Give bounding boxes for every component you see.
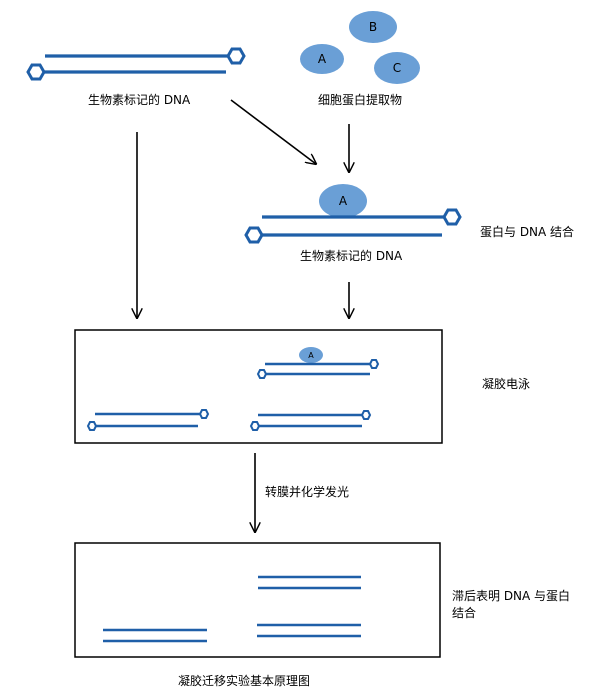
- biotin-hexagon-icon: [442, 208, 462, 226]
- protein-c-label: C: [393, 61, 401, 75]
- figure-caption: 凝胶迁移实验基本原理图: [178, 673, 310, 688]
- protein-extract: A B C: [300, 11, 420, 84]
- membrane-box: [74, 542, 441, 658]
- protein-a: [300, 44, 344, 74]
- bound-protein-label: A: [339, 194, 348, 208]
- gel-bound-protein-label: A: [308, 351, 314, 360]
- protein-b: [349, 11, 397, 43]
- arrow-dna-to-binding: [230, 99, 316, 164]
- label-shift-note-line2: 结合: [452, 605, 476, 620]
- gel-free-dna-left: [86, 409, 210, 431]
- biotin-hexagon-icon: [86, 421, 98, 431]
- label-gel-electrophoresis: 凝胶电泳: [482, 376, 530, 391]
- gel-shifted-band: A: [256, 347, 380, 379]
- label-shift-note-line1: 滞后表明 DNA 与蛋白: [452, 588, 570, 603]
- label-protein-dna-binding: 蛋白与 DNA 结合: [480, 224, 574, 239]
- biotin-dna-top: [26, 47, 246, 81]
- gel-bound-protein: [299, 347, 323, 363]
- gel-free-dna-right: [249, 410, 372, 431]
- biotin-hexagon-icon: [368, 359, 380, 369]
- biotin-hexagon-icon: [249, 421, 261, 431]
- protein-b-label: B: [369, 20, 377, 34]
- biotin-hexagon-icon: [244, 226, 264, 244]
- protein-dna-complex: A: [244, 184, 462, 244]
- label-cell-extract: 细胞蛋白提取物: [318, 92, 402, 107]
- biotin-hexagon-icon: [360, 410, 372, 420]
- bound-protein-a: [319, 184, 367, 218]
- label-transfer: 转膜并化学发光: [265, 484, 349, 499]
- protein-c: [374, 52, 420, 84]
- biotin-hexagon-icon: [256, 369, 268, 379]
- biotin-hexagon-icon: [198, 409, 210, 419]
- label-biotin-dna-mid: 生物素标记的 DNA: [300, 248, 403, 263]
- label-biotin-dna-top: 生物素标记的 DNA: [88, 92, 191, 107]
- protein-a-label: A: [318, 52, 327, 66]
- gel-box: [74, 329, 443, 444]
- result-bands: [103, 575, 361, 643]
- biotin-hexagon-icon: [226, 47, 246, 65]
- biotin-hexagon-icon: [26, 63, 46, 81]
